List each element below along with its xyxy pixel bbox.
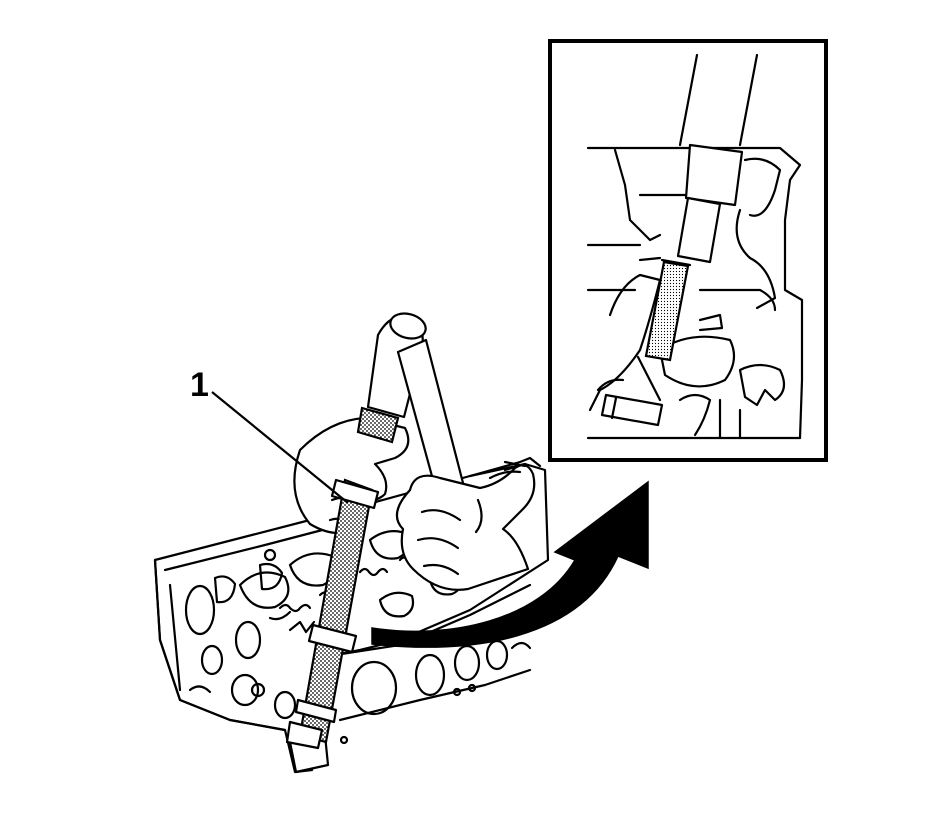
curved-arrow-icon — [371, 480, 649, 648]
valve-stem-seal-installer — [285, 312, 427, 750]
pressing-hand — [395, 464, 536, 591]
callout-1-label: 1 — [190, 366, 209, 404]
inset-detail-view — [548, 39, 828, 462]
callout-leader-line — [211, 391, 349, 504]
